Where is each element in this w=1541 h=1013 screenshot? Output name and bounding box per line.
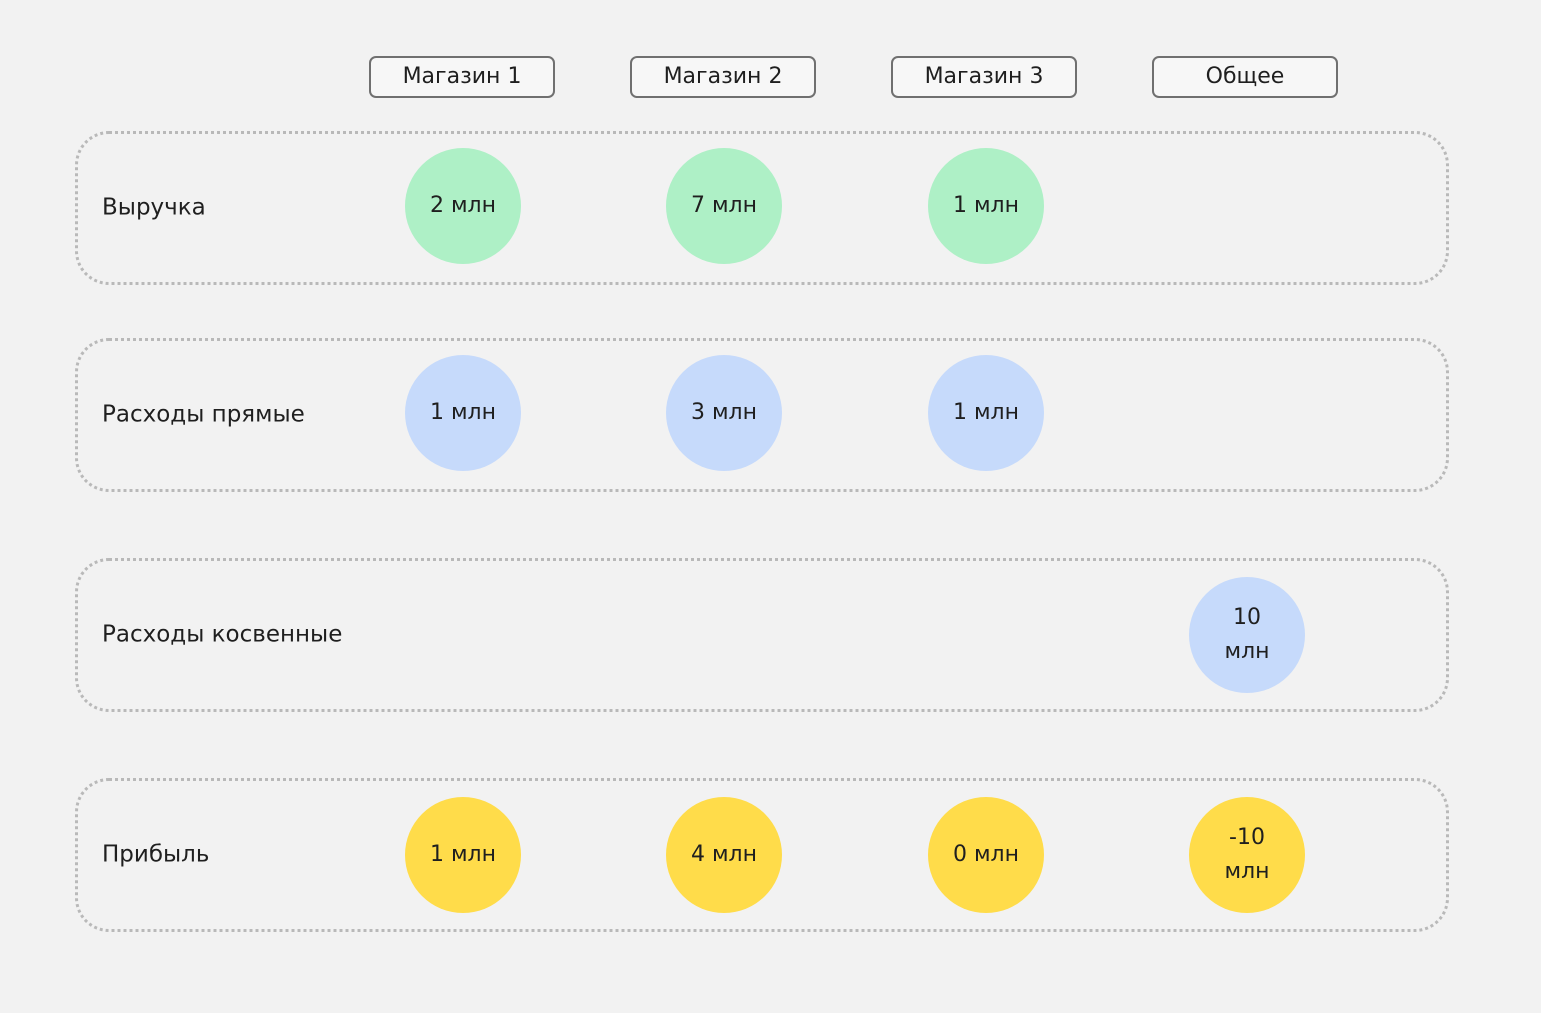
row-panel-indirect-costs xyxy=(75,558,1449,712)
profit-shop-1-bubble: 1 млн xyxy=(405,797,521,913)
row-label-direct-costs: Расходы прямые xyxy=(102,401,305,428)
column-header-shop-3: Магазин 3 xyxy=(891,56,1077,98)
profit-shop-3-bubble: 0 млн xyxy=(928,797,1044,913)
revenue-shop-3-bubble: 1 млн xyxy=(928,148,1044,264)
revenue-shop-2-bubble: 7 млн xyxy=(666,148,782,264)
column-header-shop-2: Магазин 2 xyxy=(630,56,816,98)
profit-total-bubble: -10 млн xyxy=(1189,797,1305,913)
row-panel-revenue xyxy=(75,131,1449,285)
indirect-costs-total-bubble: 10 млн xyxy=(1189,577,1305,693)
revenue-shop-1-bubble: 2 млн xyxy=(405,148,521,264)
row-panel-profit xyxy=(75,778,1449,932)
column-header-shop-1: Магазин 1 xyxy=(369,56,555,98)
row-label-revenue: Выручка xyxy=(102,194,206,221)
row-label-indirect-costs: Расходы косвенные xyxy=(102,621,343,648)
direct-costs-shop-2-bubble: 3 млн xyxy=(666,355,782,471)
row-panel-direct-costs xyxy=(75,338,1449,492)
column-header-total: Общее xyxy=(1152,56,1338,98)
direct-costs-shop-1-bubble: 1 млн xyxy=(405,355,521,471)
row-label-profit: Прибыль xyxy=(102,841,210,868)
profit-shop-2-bubble: 4 млн xyxy=(666,797,782,913)
direct-costs-shop-3-bubble: 1 млн xyxy=(928,355,1044,471)
